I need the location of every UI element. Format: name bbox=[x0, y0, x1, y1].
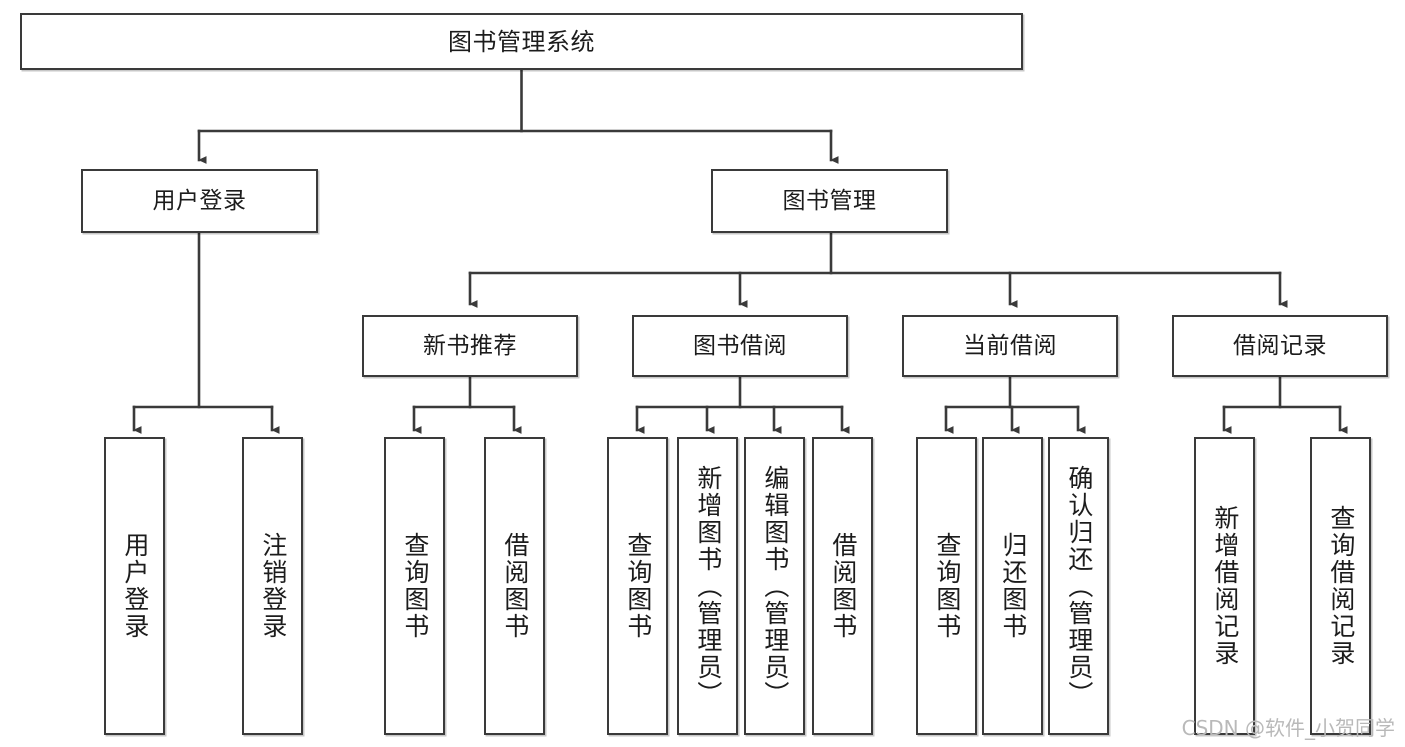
node-user-login-label: 用户登录 bbox=[152, 187, 247, 214]
node-leaf-add-book[interactable]: 新增图书（管理员） bbox=[677, 437, 738, 735]
node-leaf-edit-book[interactable]: 编辑图书（管理员） bbox=[744, 437, 805, 735]
node-leaf-borrow-book-2[interactable]: 借阅图书 bbox=[812, 437, 873, 735]
node-leaf-query-book-2[interactable]: 查询图书 bbox=[607, 437, 668, 735]
node-leaf-add-record[interactable]: 新增借阅记录 bbox=[1194, 437, 1255, 735]
node-book-borrow-label: 图书借阅 bbox=[693, 332, 787, 359]
node-current-borrow[interactable]: 当前借阅 bbox=[902, 315, 1118, 377]
node-book-management[interactable]: 图书管理 bbox=[711, 169, 948, 233]
node-leaf-query-book-1[interactable]: 查询图书 bbox=[384, 437, 445, 735]
node-leaf-confirm-return[interactable]: 确认归还（管理员） bbox=[1048, 437, 1109, 735]
node-leaf-edit-book-label: 编辑图书（管理员） bbox=[760, 464, 790, 708]
node-root[interactable]: 图书管理系统 bbox=[20, 13, 1023, 70]
node-leaf-logout-login-label: 注销登录 bbox=[258, 532, 288, 640]
node-root-label: 图书管理系统 bbox=[448, 27, 595, 56]
node-leaf-query-book-1-label: 查询图书 bbox=[400, 532, 430, 640]
node-leaf-return-book[interactable]: 归还图书 bbox=[982, 437, 1043, 735]
node-current-borrow-label: 当前借阅 bbox=[963, 332, 1057, 359]
node-leaf-return-book-label: 归还图书 bbox=[998, 532, 1028, 640]
node-leaf-user-login[interactable]: 用户登录 bbox=[104, 437, 165, 735]
node-leaf-query-book-3[interactable]: 查询图书 bbox=[916, 437, 977, 735]
node-leaf-logout-login[interactable]: 注销登录 bbox=[242, 437, 303, 735]
node-leaf-user-login-label: 用户登录 bbox=[120, 532, 150, 640]
node-book-management-label: 图书管理 bbox=[782, 187, 877, 214]
node-leaf-borrow-book-2-label: 借阅图书 bbox=[828, 532, 858, 640]
node-new-book-recommend[interactable]: 新书推荐 bbox=[362, 315, 578, 377]
node-leaf-add-record-label: 新增借阅记录 bbox=[1210, 505, 1240, 667]
node-leaf-query-record-label: 查询借阅记录 bbox=[1326, 505, 1356, 667]
node-leaf-borrow-book-1[interactable]: 借阅图书 bbox=[484, 437, 545, 735]
node-leaf-query-book-2-label: 查询图书 bbox=[623, 532, 653, 640]
node-book-borrow[interactable]: 图书借阅 bbox=[632, 315, 848, 377]
node-leaf-query-book-3-label: 查询图书 bbox=[932, 532, 962, 640]
node-leaf-borrow-book-1-label: 借阅图书 bbox=[500, 532, 530, 640]
node-leaf-query-record[interactable]: 查询借阅记录 bbox=[1310, 437, 1371, 735]
node-new-book-recommend-label: 新书推荐 bbox=[423, 332, 517, 359]
node-borrow-record[interactable]: 借阅记录 bbox=[1172, 315, 1388, 377]
node-borrow-record-label: 借阅记录 bbox=[1233, 332, 1327, 359]
node-leaf-confirm-return-label: 确认归还（管理员） bbox=[1064, 464, 1094, 708]
node-leaf-add-book-label: 新增图书（管理员） bbox=[693, 464, 723, 708]
node-user-login[interactable]: 用户登录 bbox=[81, 169, 318, 233]
